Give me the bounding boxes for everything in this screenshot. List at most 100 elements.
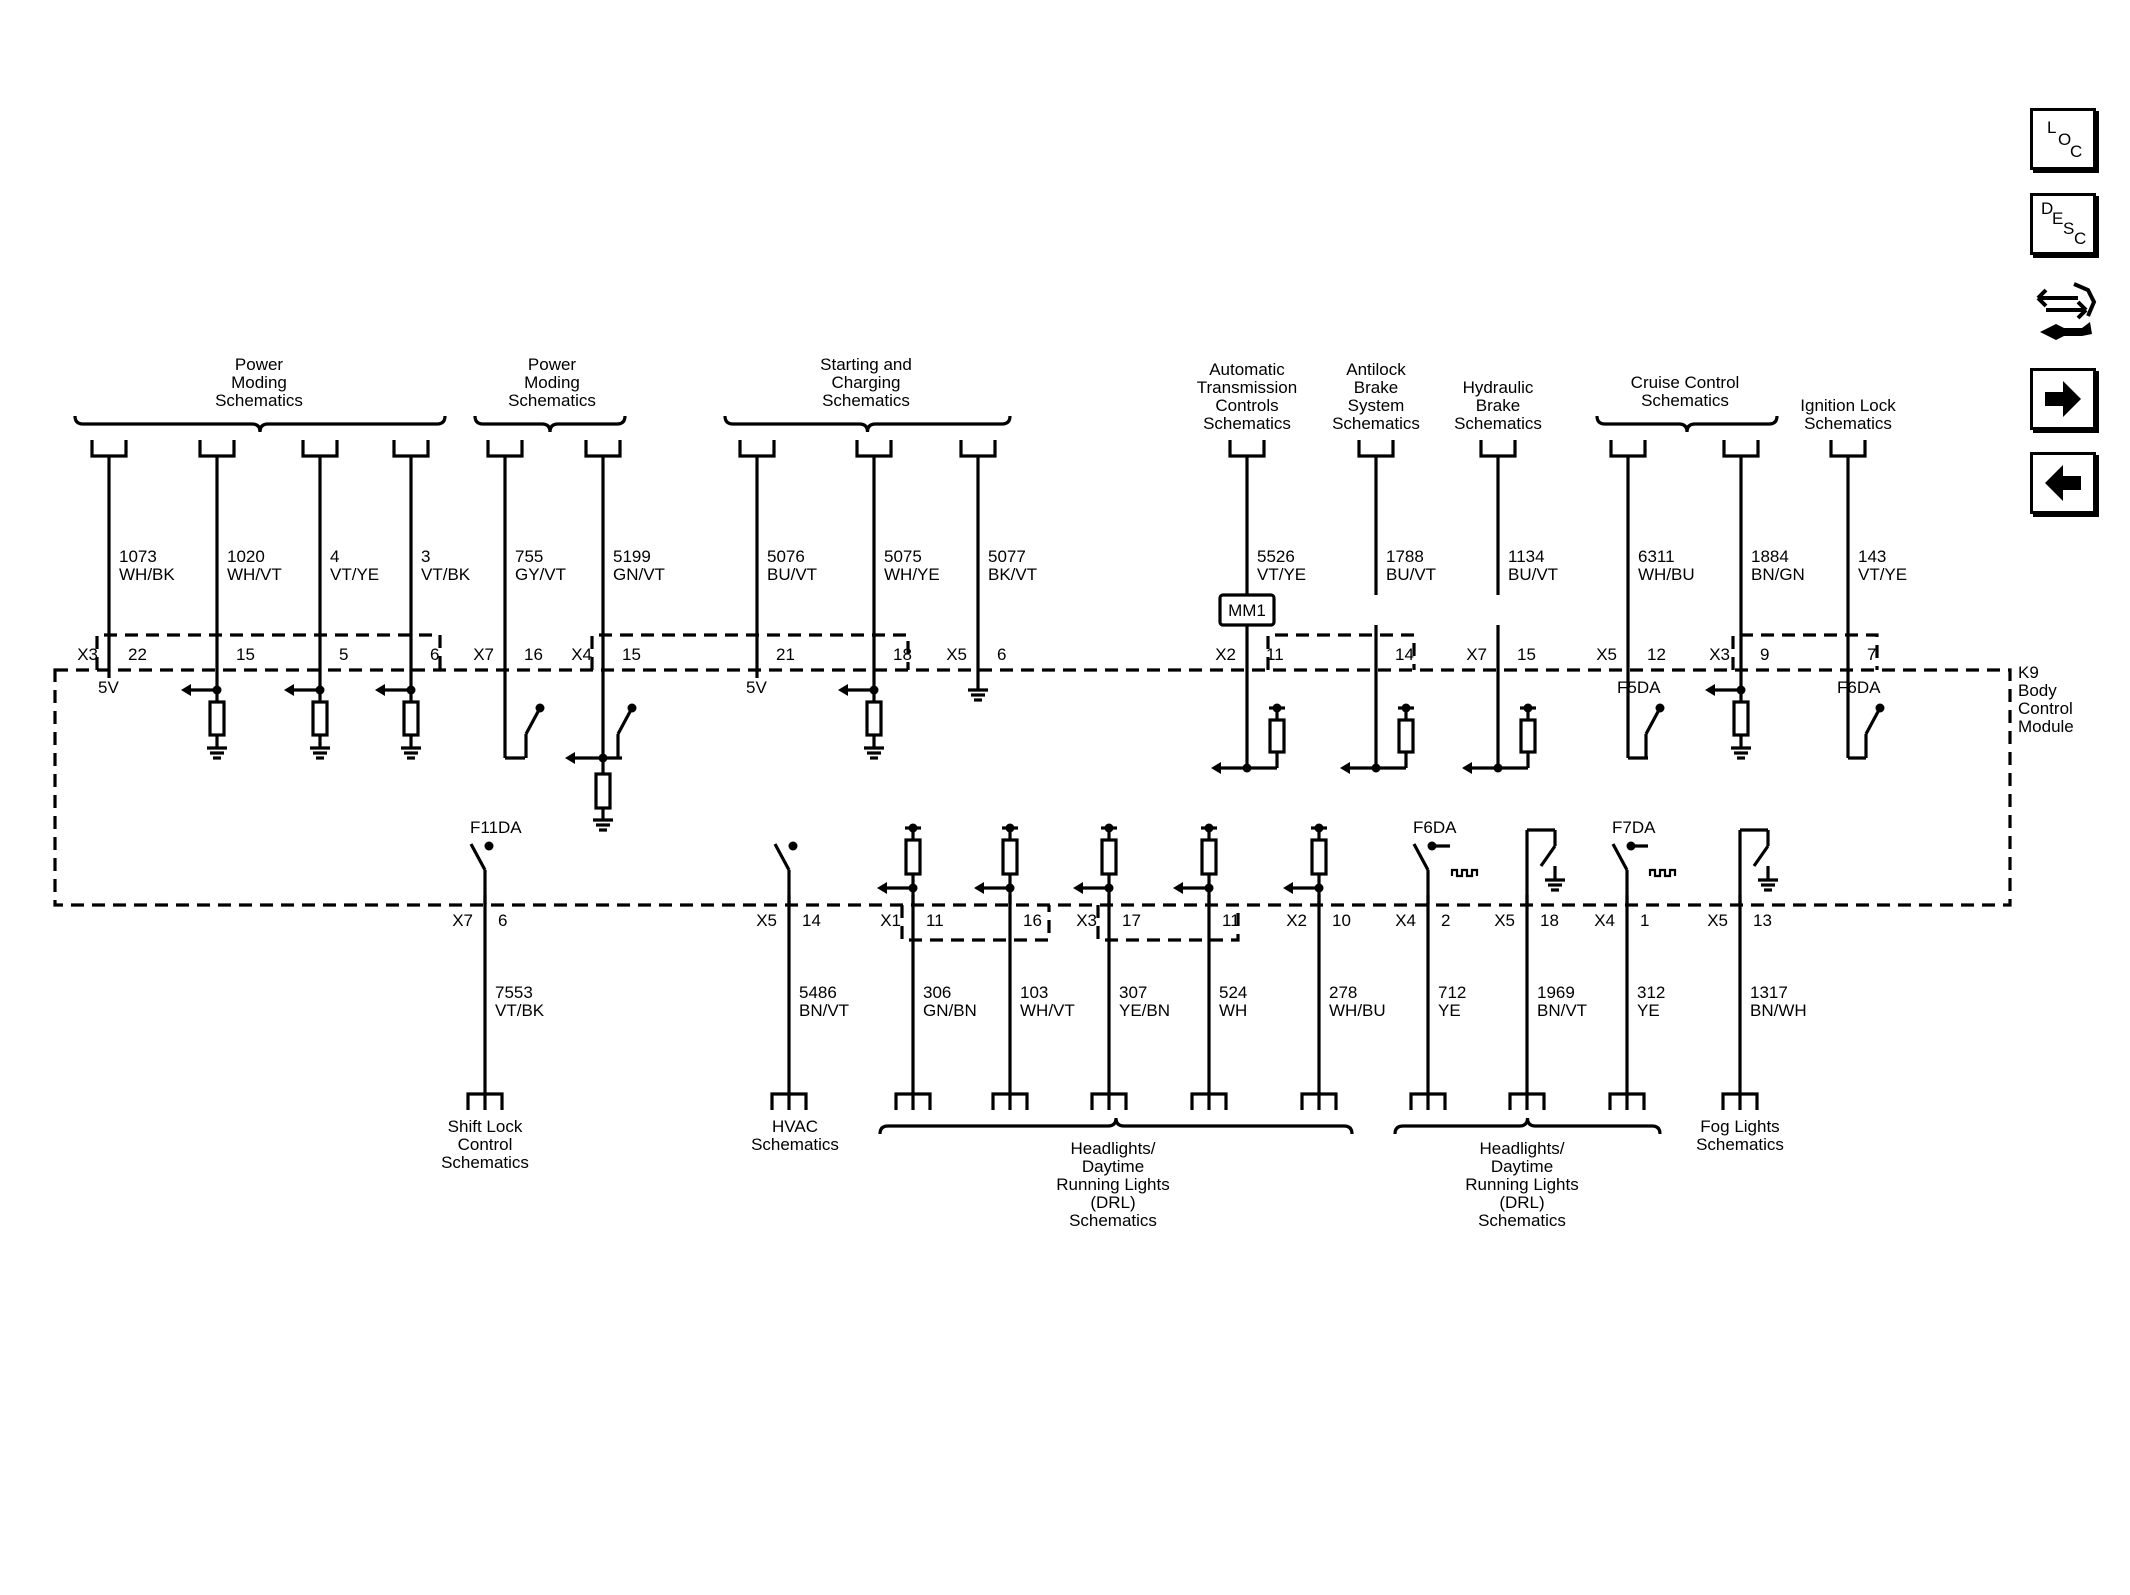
connector-cup xyxy=(1190,1092,1228,1110)
harness-brace xyxy=(1393,1117,1662,1135)
system-label-line: Moding xyxy=(231,373,287,392)
connector-id: X7 xyxy=(473,645,494,664)
connector-id: X4 xyxy=(1395,911,1416,930)
previous-page-button[interactable] xyxy=(2030,452,2096,514)
circuit-number: 4 xyxy=(330,547,339,566)
connector-cup xyxy=(466,1092,504,1110)
circuit-number: 103 xyxy=(1020,983,1048,1002)
system-label-line: (DRL) xyxy=(1499,1193,1544,1212)
connector-id: X3 xyxy=(77,645,98,664)
system-label-line: Daytime xyxy=(1491,1157,1553,1176)
wire-color: BN/GN xyxy=(1751,565,1805,584)
circuit-number: 5486 xyxy=(799,983,837,1002)
system-label-line: Headlights/ xyxy=(1070,1139,1155,1158)
connector-cup xyxy=(486,440,524,458)
pin-number: 17 xyxy=(1122,911,1141,930)
connector-cup xyxy=(770,1092,808,1110)
system-label-line: Brake xyxy=(1476,396,1520,415)
system-label-line: Schematics xyxy=(1696,1135,1784,1154)
location-button[interactable]: L O C xyxy=(2030,108,2096,170)
wire-color: BU/VT xyxy=(1508,565,1558,584)
switch-blade xyxy=(1539,845,1557,867)
wire-color: WH/VT xyxy=(1020,1001,1075,1020)
connector-cup xyxy=(90,440,128,458)
system-label-line: Transmission xyxy=(1197,378,1297,397)
circuit-number: 7553 xyxy=(495,983,533,1002)
system-label-line: Antilock xyxy=(1346,360,1406,379)
connector-cup xyxy=(1228,440,1266,458)
wiring-diagnostic-button[interactable] xyxy=(2030,276,2100,346)
wire-color: VT/YE xyxy=(1257,565,1306,584)
next-page-button[interactable] xyxy=(2030,368,2096,430)
pin-number: 14 xyxy=(802,911,821,930)
system-label-line: Schematics xyxy=(508,391,596,410)
system-label-line: System xyxy=(1348,396,1405,415)
resistor xyxy=(311,700,329,737)
signal-note: F5DA xyxy=(1617,678,1661,697)
wire-color: VT/YE xyxy=(1858,565,1907,584)
wire-color: YE/BN xyxy=(1119,1001,1170,1020)
connector-id: X2 xyxy=(1286,911,1307,930)
connector-cup xyxy=(1090,1092,1128,1110)
connector-group xyxy=(1096,905,1240,942)
wire-color: VT/YE xyxy=(330,565,379,584)
connector-id: X5 xyxy=(946,645,967,664)
pin-number: 7 xyxy=(1867,645,1876,664)
wire-color: GN/BN xyxy=(923,1001,977,1020)
desc-letter-d: D xyxy=(2041,199,2053,218)
connector-cup xyxy=(894,1092,932,1110)
pin-number: 12 xyxy=(1647,645,1666,664)
description-button[interactable]: D E S C xyxy=(2030,193,2096,255)
resistor xyxy=(208,700,226,737)
harness-brace xyxy=(723,415,1012,433)
arrow-icon xyxy=(1283,882,1293,894)
signal-note: F6DA xyxy=(1413,818,1457,837)
system-label-line: Headlights/ xyxy=(1479,1139,1564,1158)
circuit-number: 5075 xyxy=(884,547,922,566)
connector-id: X7 xyxy=(452,911,473,930)
switch-pivot xyxy=(484,841,494,851)
ground-icon xyxy=(968,688,988,702)
switch-pivot xyxy=(535,703,545,713)
circuit-number: 306 xyxy=(923,983,951,1002)
ground-icon xyxy=(864,746,884,760)
signal-note: F7DA xyxy=(1612,818,1656,837)
circuit-number: 1317 xyxy=(1750,983,1788,1002)
pin-number: 5 xyxy=(339,645,348,664)
inline-device-label: MM1 xyxy=(1228,601,1266,620)
connector-id: X4 xyxy=(571,645,592,664)
module-name: Body xyxy=(2018,681,2057,700)
circuit-number: 712 xyxy=(1438,983,1466,1002)
connector-id: X3 xyxy=(1076,911,1097,930)
pin-number: 1 xyxy=(1640,911,1649,930)
connector-cup xyxy=(584,440,622,458)
ground-icon xyxy=(593,818,613,832)
arrow-icon xyxy=(375,684,385,696)
system-label-line: Schematics xyxy=(822,391,910,410)
circuit-number: 1788 xyxy=(1386,547,1424,566)
arrow-icon xyxy=(1173,882,1183,894)
arrow-icon xyxy=(974,882,984,894)
location-icon: L O C xyxy=(2047,118,2082,161)
switch-pivot xyxy=(1655,703,1665,713)
wire-color: BN/VT xyxy=(1537,1001,1587,1020)
arrow-icon xyxy=(1705,684,1715,696)
connector-cup xyxy=(738,440,776,458)
system-label-line: Fog Lights xyxy=(1700,1117,1779,1136)
system-label-line: Controls xyxy=(1215,396,1278,415)
switch-blade xyxy=(1864,707,1882,735)
system-label-line: Power xyxy=(528,355,577,374)
